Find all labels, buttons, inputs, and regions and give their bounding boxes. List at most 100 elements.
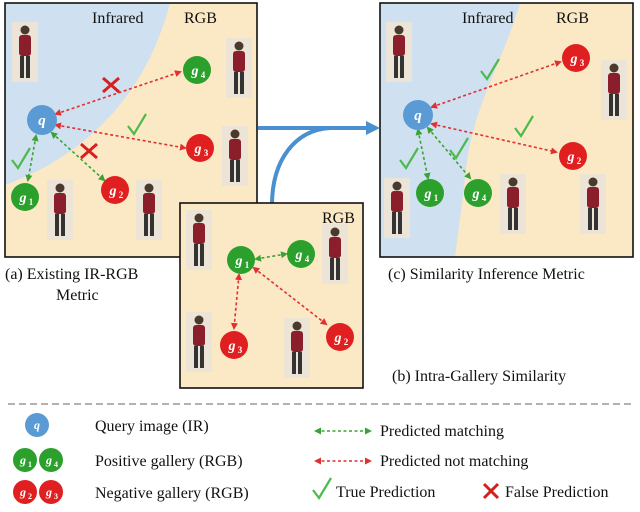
svg-text:g: g xyxy=(228,339,236,354)
edge-c-q-g2 xyxy=(430,121,558,155)
panel-b-photo-g4 xyxy=(322,224,348,284)
svg-text:g: g xyxy=(194,142,202,157)
panel-b-photo-g1 xyxy=(186,210,212,270)
check-icon xyxy=(399,147,419,170)
panel-b-caption: (b) Intra-Gallery Similarity xyxy=(392,368,566,385)
legend: q Query image (IR) g 1 g 4 Positive gall… xyxy=(13,413,609,504)
check-icon xyxy=(127,113,147,136)
svg-text:g: g xyxy=(567,150,575,165)
panel-b-photo-g3 xyxy=(186,312,212,372)
svg-text:g: g xyxy=(45,485,52,499)
panel-c-rgb-label: RGB xyxy=(556,10,589,27)
node-g3: g 3 xyxy=(186,134,214,162)
svg-text:3: 3 xyxy=(204,148,209,158)
flow-arrow-b-to-c xyxy=(270,126,331,206)
svg-text:2: 2 xyxy=(28,492,32,501)
node-g2: g 2 xyxy=(101,176,129,204)
check-icon xyxy=(11,147,31,170)
svg-text:q: q xyxy=(34,418,40,432)
panel-a-caption-line2: Metric xyxy=(56,287,99,304)
svg-text:3: 3 xyxy=(238,345,243,355)
legend-positive-nodes: g 1 g 4 xyxy=(13,448,63,472)
panel-b-edges xyxy=(230,251,328,330)
svg-text:g: g xyxy=(235,254,243,269)
legend-negative-nodes: g 2 g 3 xyxy=(13,480,63,504)
edge-c-q-g1 xyxy=(415,128,431,180)
svg-text:q: q xyxy=(38,113,46,129)
svg-text:g: g xyxy=(424,187,432,202)
node-q: q xyxy=(27,105,57,135)
panel-c-frame xyxy=(379,2,634,258)
panel-a-caption-line1: (a) Existing IR-RGB xyxy=(5,266,138,283)
svg-text:3: 3 xyxy=(580,58,585,68)
legend-true-label: True Prediction xyxy=(336,484,435,501)
panel-a-rgb-label: RGB xyxy=(184,10,217,27)
svg-text:1: 1 xyxy=(29,197,34,207)
svg-text:4: 4 xyxy=(305,254,310,264)
prediction-marks xyxy=(11,58,534,170)
node-c-g3: g 3 xyxy=(562,44,590,72)
svg-text:1: 1 xyxy=(434,193,439,203)
svg-text:4: 4 xyxy=(54,460,58,469)
svg-text:g: g xyxy=(45,453,52,467)
node-b-g1: g 1 xyxy=(227,246,255,274)
node-b-g4: g 4 xyxy=(287,240,315,268)
svg-text:g: g xyxy=(334,331,342,346)
edge-b-g1-g3 xyxy=(230,273,243,330)
node-g4: g 4 xyxy=(183,56,211,84)
svg-text:g: g xyxy=(19,453,26,467)
node-c-g1: g 1 xyxy=(416,179,444,207)
legend-nonmatch-label: Predicted not matching xyxy=(380,453,528,470)
legend-positive-label: Positive gallery (RGB) xyxy=(95,453,243,470)
svg-text:g: g xyxy=(109,184,117,199)
nodes: q g 4 g 3 g 1 g 2 g 1 g 4 xyxy=(11,44,590,359)
gallery-photo-g3 xyxy=(222,126,248,186)
edge-q-g2 xyxy=(50,131,106,182)
check-icon xyxy=(480,58,500,81)
svg-text:4: 4 xyxy=(201,70,206,80)
svg-text:4: 4 xyxy=(482,193,487,203)
svg-text:g: g xyxy=(19,485,26,499)
panel-c-photo-g3 xyxy=(601,60,627,120)
legend-query-label: Query image (IR) xyxy=(95,418,209,435)
edge-c-q-g3 xyxy=(430,60,562,109)
node-c-g4: g 4 xyxy=(464,179,492,207)
svg-text:g: g xyxy=(19,191,27,206)
panel-b-photo-g2 xyxy=(284,318,310,378)
panel-c-photo-g4 xyxy=(500,174,526,234)
legend-negative-label: Negative gallery (RGB) xyxy=(95,485,249,502)
legend-match-label: Predicted matching xyxy=(380,423,504,440)
node-g1: g 1 xyxy=(11,183,39,211)
edge-b-g1-g2 xyxy=(252,266,328,326)
node-c-g2: g 2 xyxy=(559,142,587,170)
panel-c-ir-query-photo xyxy=(386,22,412,82)
check-icon xyxy=(514,115,534,138)
edge-q-g1 xyxy=(25,134,39,182)
gallery-photo-g4 xyxy=(226,38,252,98)
node-b-g3: g 3 xyxy=(220,331,248,359)
panel-a-infrared-label: Infrared xyxy=(92,10,144,27)
svg-text:g: g xyxy=(191,64,199,79)
svg-text:2: 2 xyxy=(344,337,349,347)
svg-text:1: 1 xyxy=(28,460,32,469)
svg-text:2: 2 xyxy=(119,190,124,200)
check-icon xyxy=(312,477,332,500)
cross-icon xyxy=(102,76,120,94)
legend-false-label: False Prediction xyxy=(505,484,609,501)
ir-query-photo xyxy=(12,22,38,82)
panel-c-infrared-label: Infrared xyxy=(462,10,514,27)
gallery-photo-g2 xyxy=(136,180,162,240)
svg-text:q: q xyxy=(414,108,422,124)
panel-c-caption: (c) Similarity Inference Metric xyxy=(388,266,585,283)
panel-c-photo-g1 xyxy=(384,178,410,238)
legend-query-node: q xyxy=(25,413,49,437)
node-b-g2: g 2 xyxy=(326,323,354,351)
node-c-q: q xyxy=(403,100,433,130)
panel-c-photo-g2 xyxy=(580,174,606,234)
check-icon xyxy=(449,137,469,160)
svg-text:3: 3 xyxy=(54,492,58,501)
cross-icon xyxy=(80,142,98,160)
svg-text:g: g xyxy=(295,248,303,263)
